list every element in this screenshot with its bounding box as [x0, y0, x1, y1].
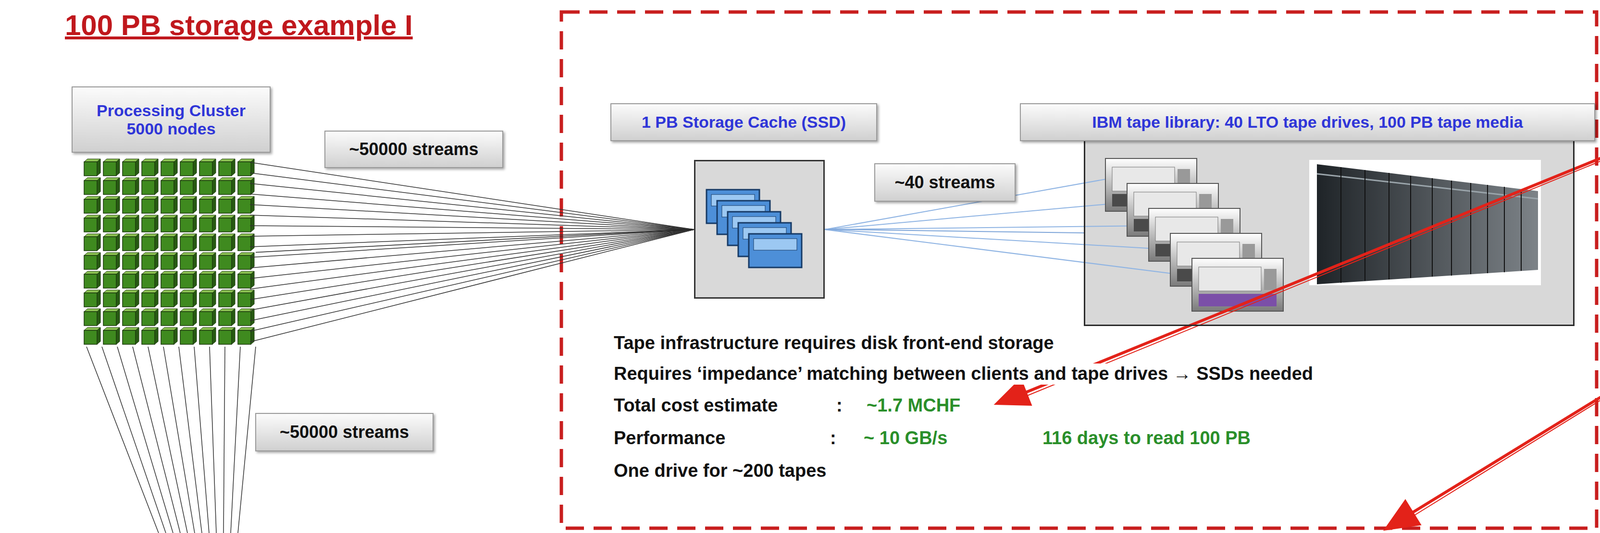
- tape-drives: [1105, 158, 1284, 312]
- note-text: ~1.7 MCHF: [865, 395, 962, 417]
- annotation-arrows: [994, 158, 1600, 531]
- ssd-icons: [706, 189, 802, 268]
- node-box: IBM tape library: 40 LTO tape drives, 10…: [1083, 139, 1575, 327]
- note-text: :: [828, 428, 838, 450]
- connector: [824, 229, 1084, 234]
- region-frame: [561, 12, 1597, 529]
- label-box: IBM tape library: 40 LTO tape drives, 10…: [1019, 103, 1596, 142]
- title: 100 PB storage example I: [63, 8, 415, 42]
- note-text: Total cost estimate: [612, 395, 780, 417]
- label-box: Processing Cluster 5000 nodes: [71, 86, 271, 153]
- down-stream-lines: [86, 347, 256, 533]
- note-text: One drive for ~200 tapes: [612, 460, 828, 483]
- label-text: IBM tape library: 40 LTO tape drives, 10…: [1091, 112, 1523, 132]
- node-box: Processing Cluster 5000 nodes: [81, 158, 256, 348]
- note-text: Requires ‘impedance’ matching between cl…: [612, 363, 1315, 385]
- node-box: 1 PB Storage Cache (SSD): [694, 160, 825, 299]
- label-text: ~50000 streams: [348, 139, 479, 160]
- note-text: Performance: [612, 428, 727, 450]
- note-text: ~ 10 GB/s: [862, 428, 949, 450]
- label-text: 1 PB Storage Cache (SSD): [641, 112, 846, 132]
- label-box: ~50000 streams: [255, 413, 434, 452]
- label-box: ~40 streams: [874, 163, 1016, 202]
- cache-panel: [694, 160, 825, 299]
- stream-lines: [249, 162, 695, 343]
- label-box: 1 PB Storage Cache (SSD): [610, 103, 878, 142]
- note-text: 116 days to read 100 PB: [1041, 428, 1253, 450]
- label-text: ~40 streams: [894, 173, 995, 193]
- note-text: Tape infrastructure requires disk front-…: [612, 333, 1056, 355]
- cluster-nodes: [82, 158, 256, 347]
- note-text: :: [834, 395, 844, 417]
- label-text: ~50000 streams: [279, 422, 410, 443]
- connector: [255, 229, 695, 253]
- library-panel: [1083, 139, 1575, 327]
- label-box: ~50000 streams: [324, 130, 504, 169]
- label-text: Processing Cluster 5000 nodes: [82, 101, 261, 138]
